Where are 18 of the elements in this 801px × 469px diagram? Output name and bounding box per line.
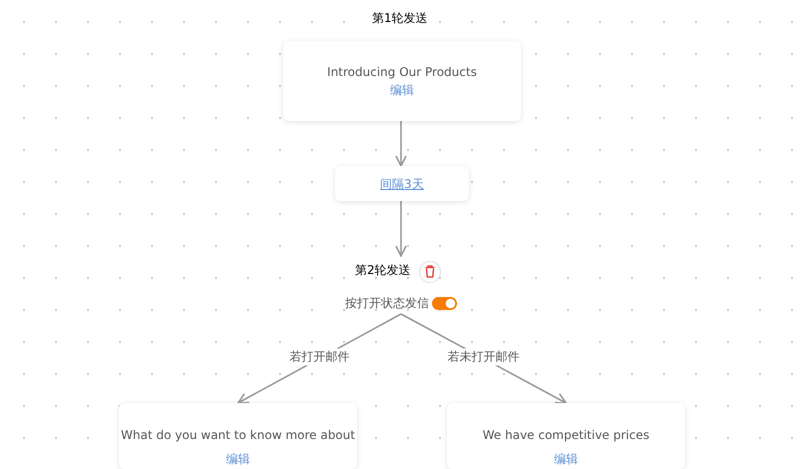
edge-label: 若打开邮件 [286, 348, 352, 366]
round-heading: 第1轮发送 [372, 10, 428, 27]
email-subject: What do you want to know more about [120, 428, 356, 442]
edit-link: 编辑 [554, 451, 578, 468]
branch-condition: 按打开状态发信 [345, 295, 429, 312]
edge-label: 若未打开邮件 [444, 348, 522, 366]
email-card [283, 41, 521, 121]
email-card [119, 403, 357, 469]
email-card [447, 403, 685, 469]
round-heading: 第2轮发送 [355, 262, 411, 279]
edit-link: 编辑 [390, 82, 414, 99]
interval-box [335, 166, 469, 201]
arrow [395, 121, 407, 167]
email-subject: We have competitive prices [482, 428, 650, 442]
interval-link: 间隔3天 [380, 176, 424, 193]
email-subject: Introducing Our Products [327, 65, 477, 79]
arrow [395, 201, 407, 257]
edit-link: 编辑 [226, 451, 250, 468]
